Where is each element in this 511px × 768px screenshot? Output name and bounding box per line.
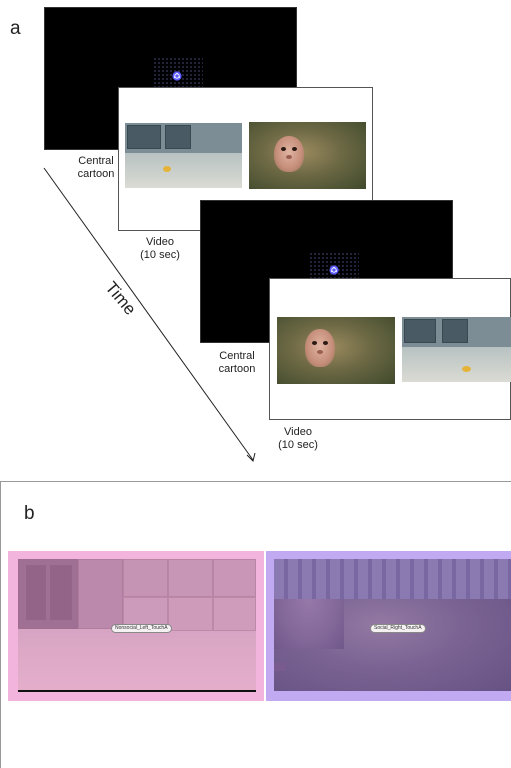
video-thumb-monkey [277,317,395,384]
cartoon-caption-1: Central cartoon [66,155,126,181]
time-arrow [43,167,256,462]
cartoon-target-icon [172,71,182,81]
video-thumb-room [125,123,242,188]
caption-line: Central [78,155,114,167]
caption-line: Video [284,426,312,438]
cartoon-caption-2: Central cartoon [207,350,267,376]
caption-line: (10 sec) [140,249,180,261]
caption-line: cartoon [218,363,256,375]
caption-line: (10 sec) [278,439,318,451]
nonsocial-aoi-tag: Nonsocial_Left_TouchA [111,624,172,633]
panel-a-label: a [10,18,21,39]
video-caption-1: Video (10 sec) [130,236,190,262]
caption-line: Video [146,236,174,248]
panel-b-label: b [24,503,35,524]
nonsocial-video-frame [18,559,256,691]
caption-line: cartoon [77,168,115,180]
video-thumb-monkey [249,122,366,189]
cartoon-target-icon [329,265,339,275]
nonsocial-stimulus: Nonsocial_Left_TouchA [8,551,264,701]
social-stimulus: Social_Right_TouchA [266,551,511,701]
video-thumb-room [402,317,511,382]
video-caption-2: Video (10 sec) [268,426,328,452]
video-screen-2 [269,278,511,420]
panel-b-border [0,481,511,768]
caption-line: Central [219,350,255,362]
social-aoi-tag: Social_Right_TouchA [370,624,426,633]
frame-bottom-line [18,690,256,692]
